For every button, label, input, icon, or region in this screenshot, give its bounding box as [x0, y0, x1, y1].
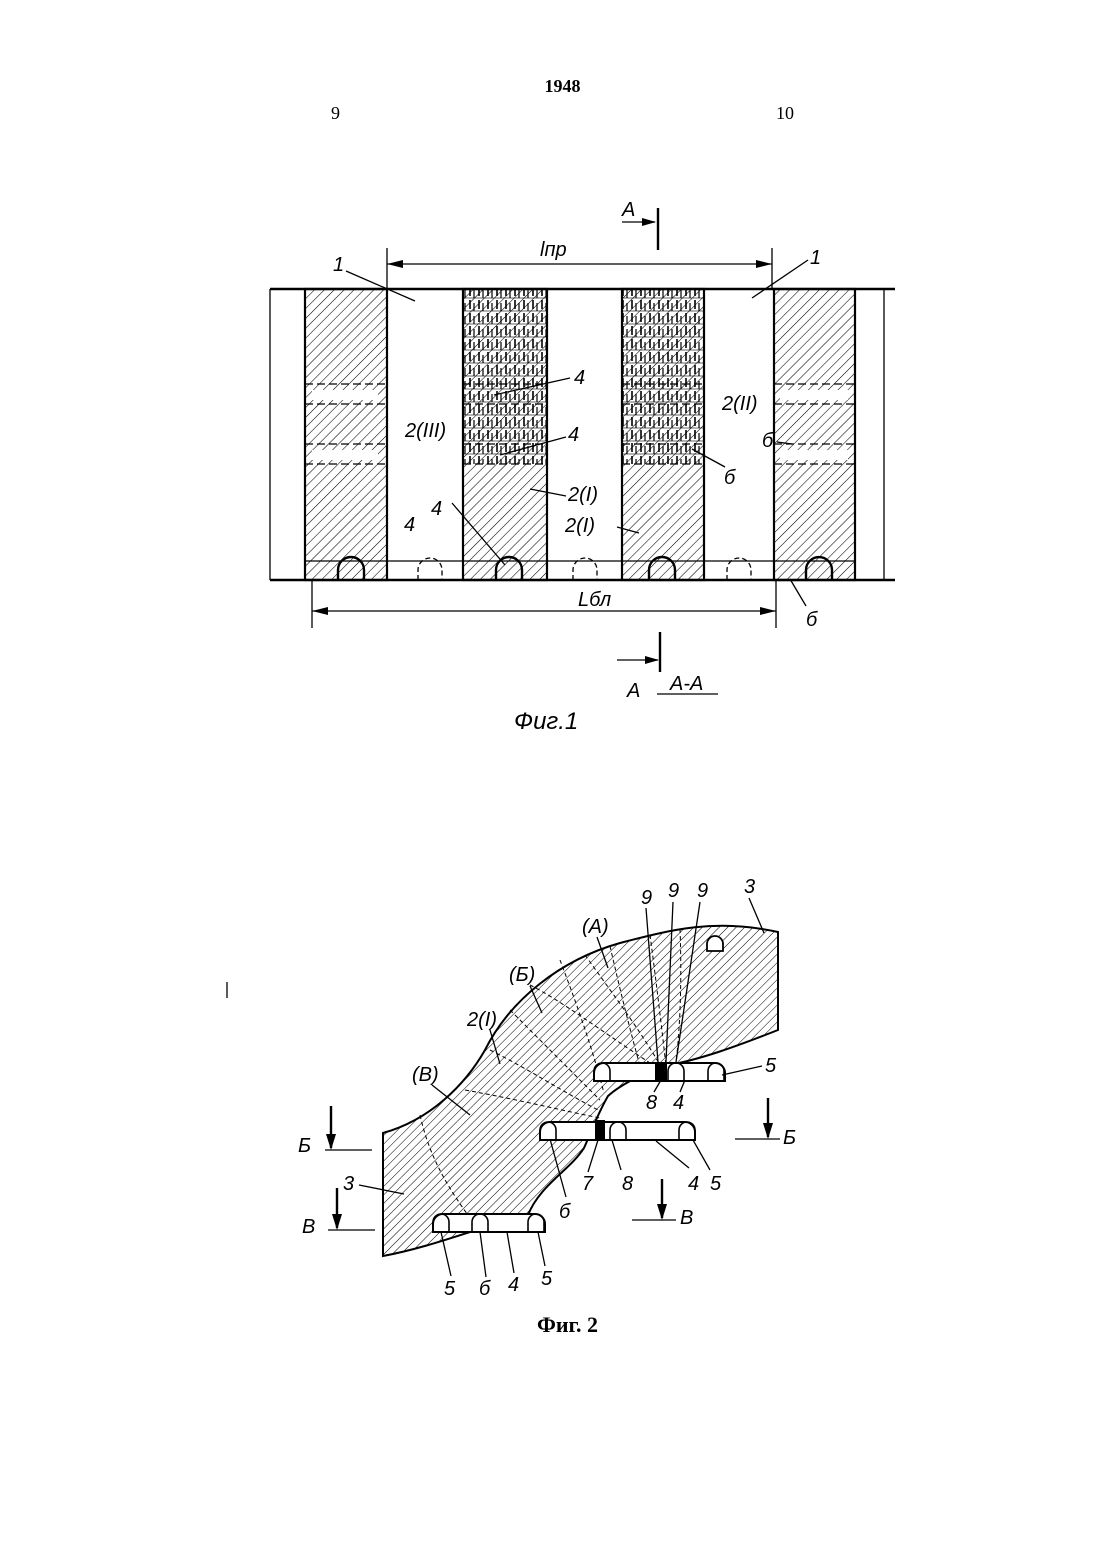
pillar-2	[463, 289, 547, 580]
label-b: (Б)	[509, 964, 535, 986]
pillar-right	[774, 289, 855, 580]
label-4-upper: 4	[673, 1092, 684, 1114]
figure-1-drawing: lпр Lбл А А А-А 1 1 2(III) 2(II) 4 4 4 4…	[0, 0, 1100, 760]
label-6-low: б	[479, 1278, 491, 1300]
label-5-low-a: 5	[444, 1278, 456, 1300]
figure-1-caption: Фиг.1	[514, 708, 578, 735]
section-b-left: Б	[298, 1135, 311, 1157]
label-4-mid: 4	[688, 1173, 699, 1195]
label-5-upper: 5	[765, 1055, 777, 1077]
section-v-left: В	[302, 1216, 315, 1238]
section-mark-bottom: А	[626, 680, 640, 702]
middle-level-drifts	[540, 1120, 695, 1140]
label-6-mid: б	[559, 1201, 571, 1223]
label-v: (В)	[412, 1064, 439, 1086]
pillar-left	[305, 289, 387, 580]
label-1-right: 1	[810, 247, 821, 269]
label-5-low-b: 5	[541, 1268, 553, 1290]
label-2-ii: 2(II)	[721, 393, 758, 415]
label-4-d: 4	[431, 498, 442, 520]
label-6-c: б	[806, 609, 818, 631]
label-2-i-b: 2(I)	[564, 515, 595, 537]
label-6-a: б	[724, 467, 736, 489]
upper-level-drifts	[594, 1062, 725, 1081]
section-mark-top: А	[621, 199, 635, 221]
label-4-c: 4	[404, 514, 415, 536]
label-8-mid: 8	[622, 1173, 633, 1195]
dim-bottom-label: Lбл	[578, 589, 611, 611]
section-b-right: Б	[783, 1127, 796, 1149]
label-3-top: 3	[744, 876, 755, 898]
label-4-a: 4	[574, 367, 585, 389]
ore-seam	[383, 926, 778, 1256]
label-9-c: 9	[697, 880, 708, 902]
label-a: (А)	[582, 916, 609, 938]
label-9-a: 9	[641, 887, 652, 909]
label-6-b: б	[762, 430, 774, 452]
figure-2-caption: Фиг. 2	[0, 1312, 1100, 1338]
label-7: 7	[582, 1173, 594, 1195]
label-2-i: 2(I)	[466, 1009, 497, 1031]
label-3-left: 3	[343, 1173, 354, 1195]
label-5-mid: 5	[710, 1173, 722, 1195]
lower-level-drifts	[433, 1214, 545, 1232]
label-2-i-a: 2(I)	[567, 484, 598, 506]
section-v-right: В	[680, 1207, 693, 1229]
section-title: А-А	[669, 673, 703, 695]
label-9-b: 9	[668, 880, 679, 902]
label-1-left: 1	[333, 254, 344, 276]
dim-top-label: lпр	[540, 239, 567, 261]
label-8-upper: 8	[646, 1092, 657, 1114]
pillar-3	[622, 289, 704, 580]
label-2-iii: 2(III)	[404, 420, 446, 442]
label-4-low: 4	[508, 1274, 519, 1296]
label-4-b: 4	[568, 424, 579, 446]
